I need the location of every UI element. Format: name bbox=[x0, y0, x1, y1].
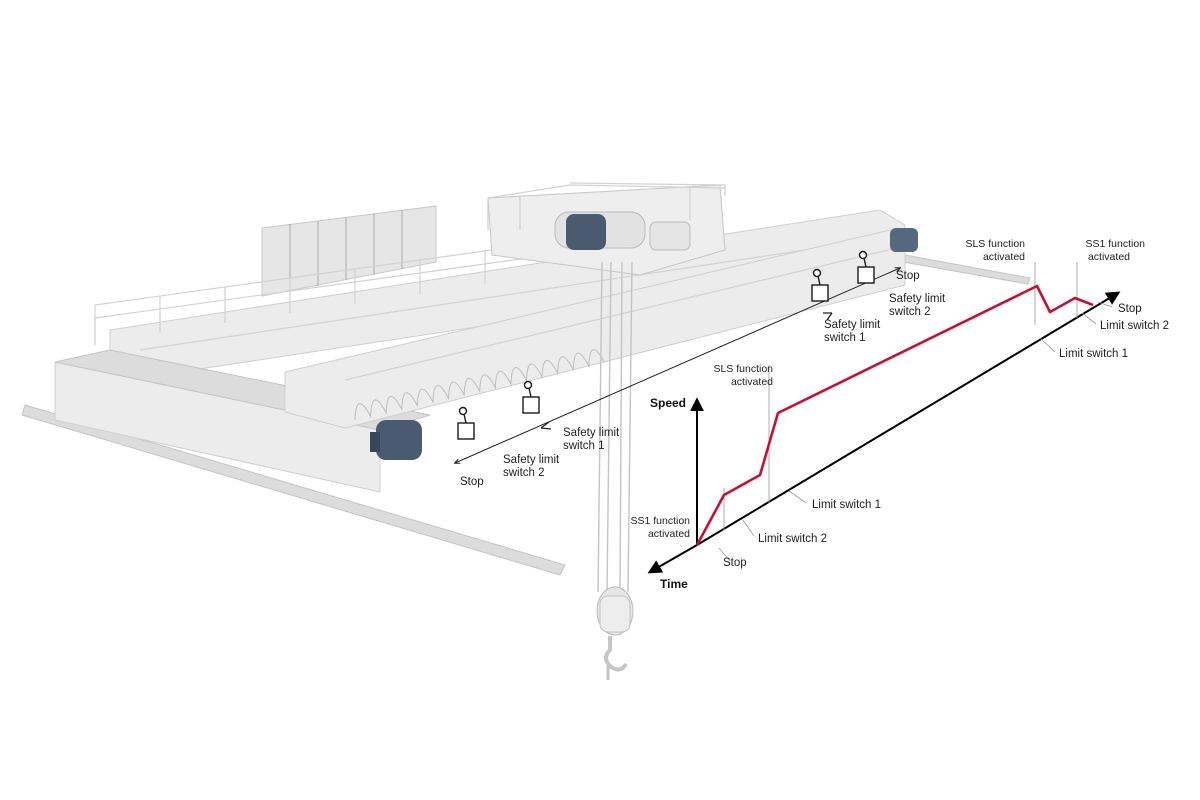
right-stop-label: Stop bbox=[1118, 303, 1142, 315]
near-stop-label: Stop bbox=[460, 476, 484, 488]
motor-icon bbox=[370, 420, 422, 460]
speed-time-chart bbox=[647, 262, 1121, 574]
ss1-top-label-2: activated bbox=[1088, 251, 1130, 263]
near-safety-1-label-1: Safety limit bbox=[563, 427, 620, 439]
far-safety-2-label-2: switch 2 bbox=[889, 306, 931, 318]
motor-icon bbox=[566, 214, 606, 250]
right-limit-switch-1-label: Limit switch 1 bbox=[1059, 348, 1128, 360]
time-axis bbox=[696, 291, 1121, 546]
limit-switch-icon bbox=[857, 250, 875, 284]
near-safety-2-label-2: switch 2 bbox=[503, 467, 545, 479]
speed-axis-label: Speed bbox=[650, 396, 686, 410]
speed-curve bbox=[695, 284, 1094, 546]
limit-switch-icon bbox=[457, 406, 475, 440]
far-safety-1-label-2: switch 1 bbox=[824, 332, 866, 344]
labels: Speed Time SS1 function activated SLS fu… bbox=[460, 238, 1169, 591]
runway-rail-near bbox=[21, 404, 566, 576]
electrical-cabinets bbox=[261, 205, 437, 297]
far-safety-1-label-1: Safety limit bbox=[824, 319, 881, 331]
chart-limit-switch-2-label: Limit switch 2 bbox=[758, 533, 827, 545]
limit-switch-icon bbox=[811, 268, 829, 302]
time-axis-label: Time bbox=[660, 577, 688, 591]
ss1-left-label-1: SS1 function bbox=[630, 515, 690, 527]
chart-limit-switch-1-label: Limit switch 1 bbox=[812, 499, 881, 511]
sls-top-label-2: activated bbox=[983, 251, 1025, 263]
hook-icon bbox=[596, 586, 634, 680]
time-axis-short bbox=[647, 544, 698, 574]
motor-icon bbox=[890, 228, 918, 252]
far-stop-label: Stop bbox=[896, 270, 920, 282]
near-safety-2-label-1: Safety limit bbox=[503, 454, 560, 466]
sls-mid-label-1: SLS function bbox=[713, 363, 773, 375]
right-limit-switch-2-label: Limit switch 2 bbox=[1100, 320, 1169, 332]
sls-top-label-1: SLS function bbox=[965, 238, 1025, 250]
limit-switch-icon bbox=[522, 380, 540, 414]
sls-mid-label-2: activated bbox=[731, 376, 773, 388]
chart-stop-label: Stop bbox=[723, 557, 747, 569]
ss1-top-label-1: SS1 function bbox=[1085, 238, 1145, 250]
ss1-left-label-2: activated bbox=[648, 528, 690, 540]
trolley bbox=[487, 182, 726, 276]
far-safety-2-label-1: Safety limit bbox=[889, 293, 946, 305]
near-safety-1-label-2: switch 1 bbox=[563, 440, 605, 452]
